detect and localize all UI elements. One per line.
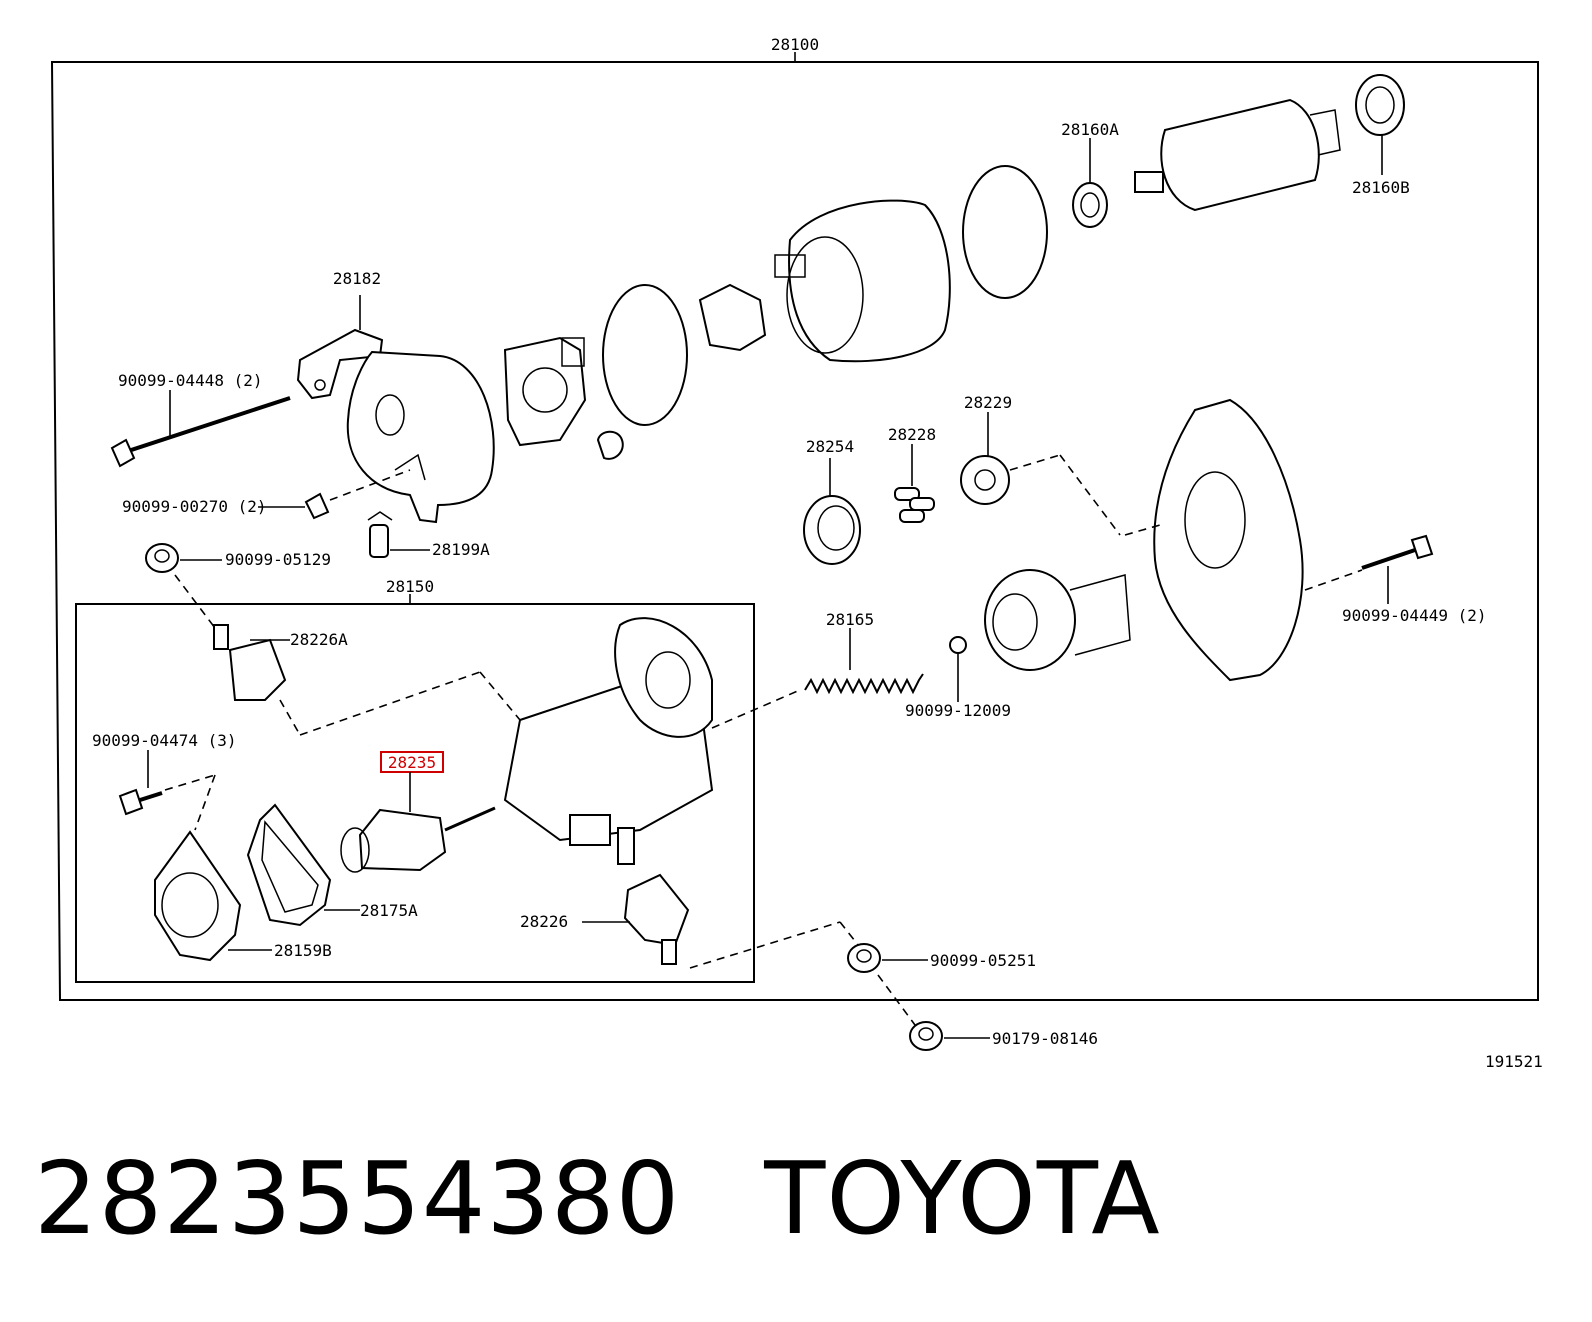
yoke-drawing [698,199,951,363]
label-28165[interactable]: 28165 [826,610,874,629]
gasket-28175a-drawing [246,803,332,927]
label-90099-04449[interactable]: 90099-04449 (2) [1342,606,1487,625]
plunger-28235-drawing [340,806,496,873]
assembly-label[interactable]: 28100 [771,35,819,54]
screw-00270-drawing [304,469,411,520]
spring-28165-drawing [804,673,924,695]
label-28160B[interactable]: 28160B [1352,178,1410,197]
terminal-28226a-drawing [213,624,521,736]
highlight-box-28235 [380,751,444,773]
bracket-28182-drawing [296,295,384,400]
magnetic-switch-housing-drawing [503,617,801,865]
label-90099-00270[interactable]: 90099-00270 (2) [122,497,267,516]
pin-28199a-drawing [367,511,393,558]
label-28182[interactable]: 28182 [333,269,381,288]
label-90099-12009[interactable]: 90099-12009 [905,701,1011,720]
o-ring-right-drawing [962,165,1048,299]
part-number: 2823554380 [34,1140,681,1257]
end-frame-drawing [346,350,495,524]
armature-drawing [1134,98,1341,212]
starter-clutch-drawing [984,569,1131,671]
label-90099-04474[interactable]: 90099-04474 (3) [92,731,237,750]
label-28226A[interactable]: 28226A [290,630,348,649]
label-28229[interactable]: 28229 [964,393,1012,412]
nut-08146-drawing [909,1021,943,1051]
nut-05129-drawing [145,543,216,629]
rollers-28228-drawing [894,487,935,523]
label-28175A[interactable]: 28175A [360,901,418,920]
brush-holder-drawing [503,336,624,460]
bearing-28160a-drawing [1072,182,1108,228]
label-90099-05129[interactable]: 90099-05129 [225,550,331,569]
label-28235-highlighted[interactable]: 28235 [388,753,436,772]
through-bolt-lower-drawing [1304,534,1434,591]
image-code: 191521 [1485,1052,1543,1071]
starter-housing-drawing [1124,398,1304,682]
terminal-28226-drawing [623,873,863,969]
nut-05251-drawing [847,943,916,1026]
label-90179-08146[interactable]: 90179-08146 [992,1029,1098,1048]
part-title: 2823554380 TOYOTA [34,1140,1161,1257]
subassembly-frame [75,603,755,983]
label-28160A[interactable]: 28160A [1061,120,1119,139]
label-28199A[interactable]: 28199A [432,540,490,559]
label-90099-04448[interactable]: 90099-04448 (2) [118,371,263,390]
bearing-28160b-drawing [1355,74,1405,136]
retainer-28229-drawing [960,454,1121,536]
through-bolt-upper-drawing [110,396,291,468]
label-28159B[interactable]: 28159B [274,941,332,960]
o-ring-left-drawing [602,284,688,426]
cover-28159b-drawing [154,830,242,962]
subassembly-label[interactable]: 28150 [386,577,434,596]
assembly-frame [50,61,1539,1001]
idler-gear-28254-drawing [803,495,861,565]
label-28228[interactable]: 28228 [888,425,936,444]
cover-bolt-drawing [118,774,216,831]
label-90099-05251[interactable]: 90099-05251 [930,951,1036,970]
label-28254[interactable]: 28254 [806,437,854,456]
steel-ball-drawing [949,636,967,654]
label-28226[interactable]: 28226 [520,912,568,931]
brand-name: TOYOTA [764,1140,1161,1257]
